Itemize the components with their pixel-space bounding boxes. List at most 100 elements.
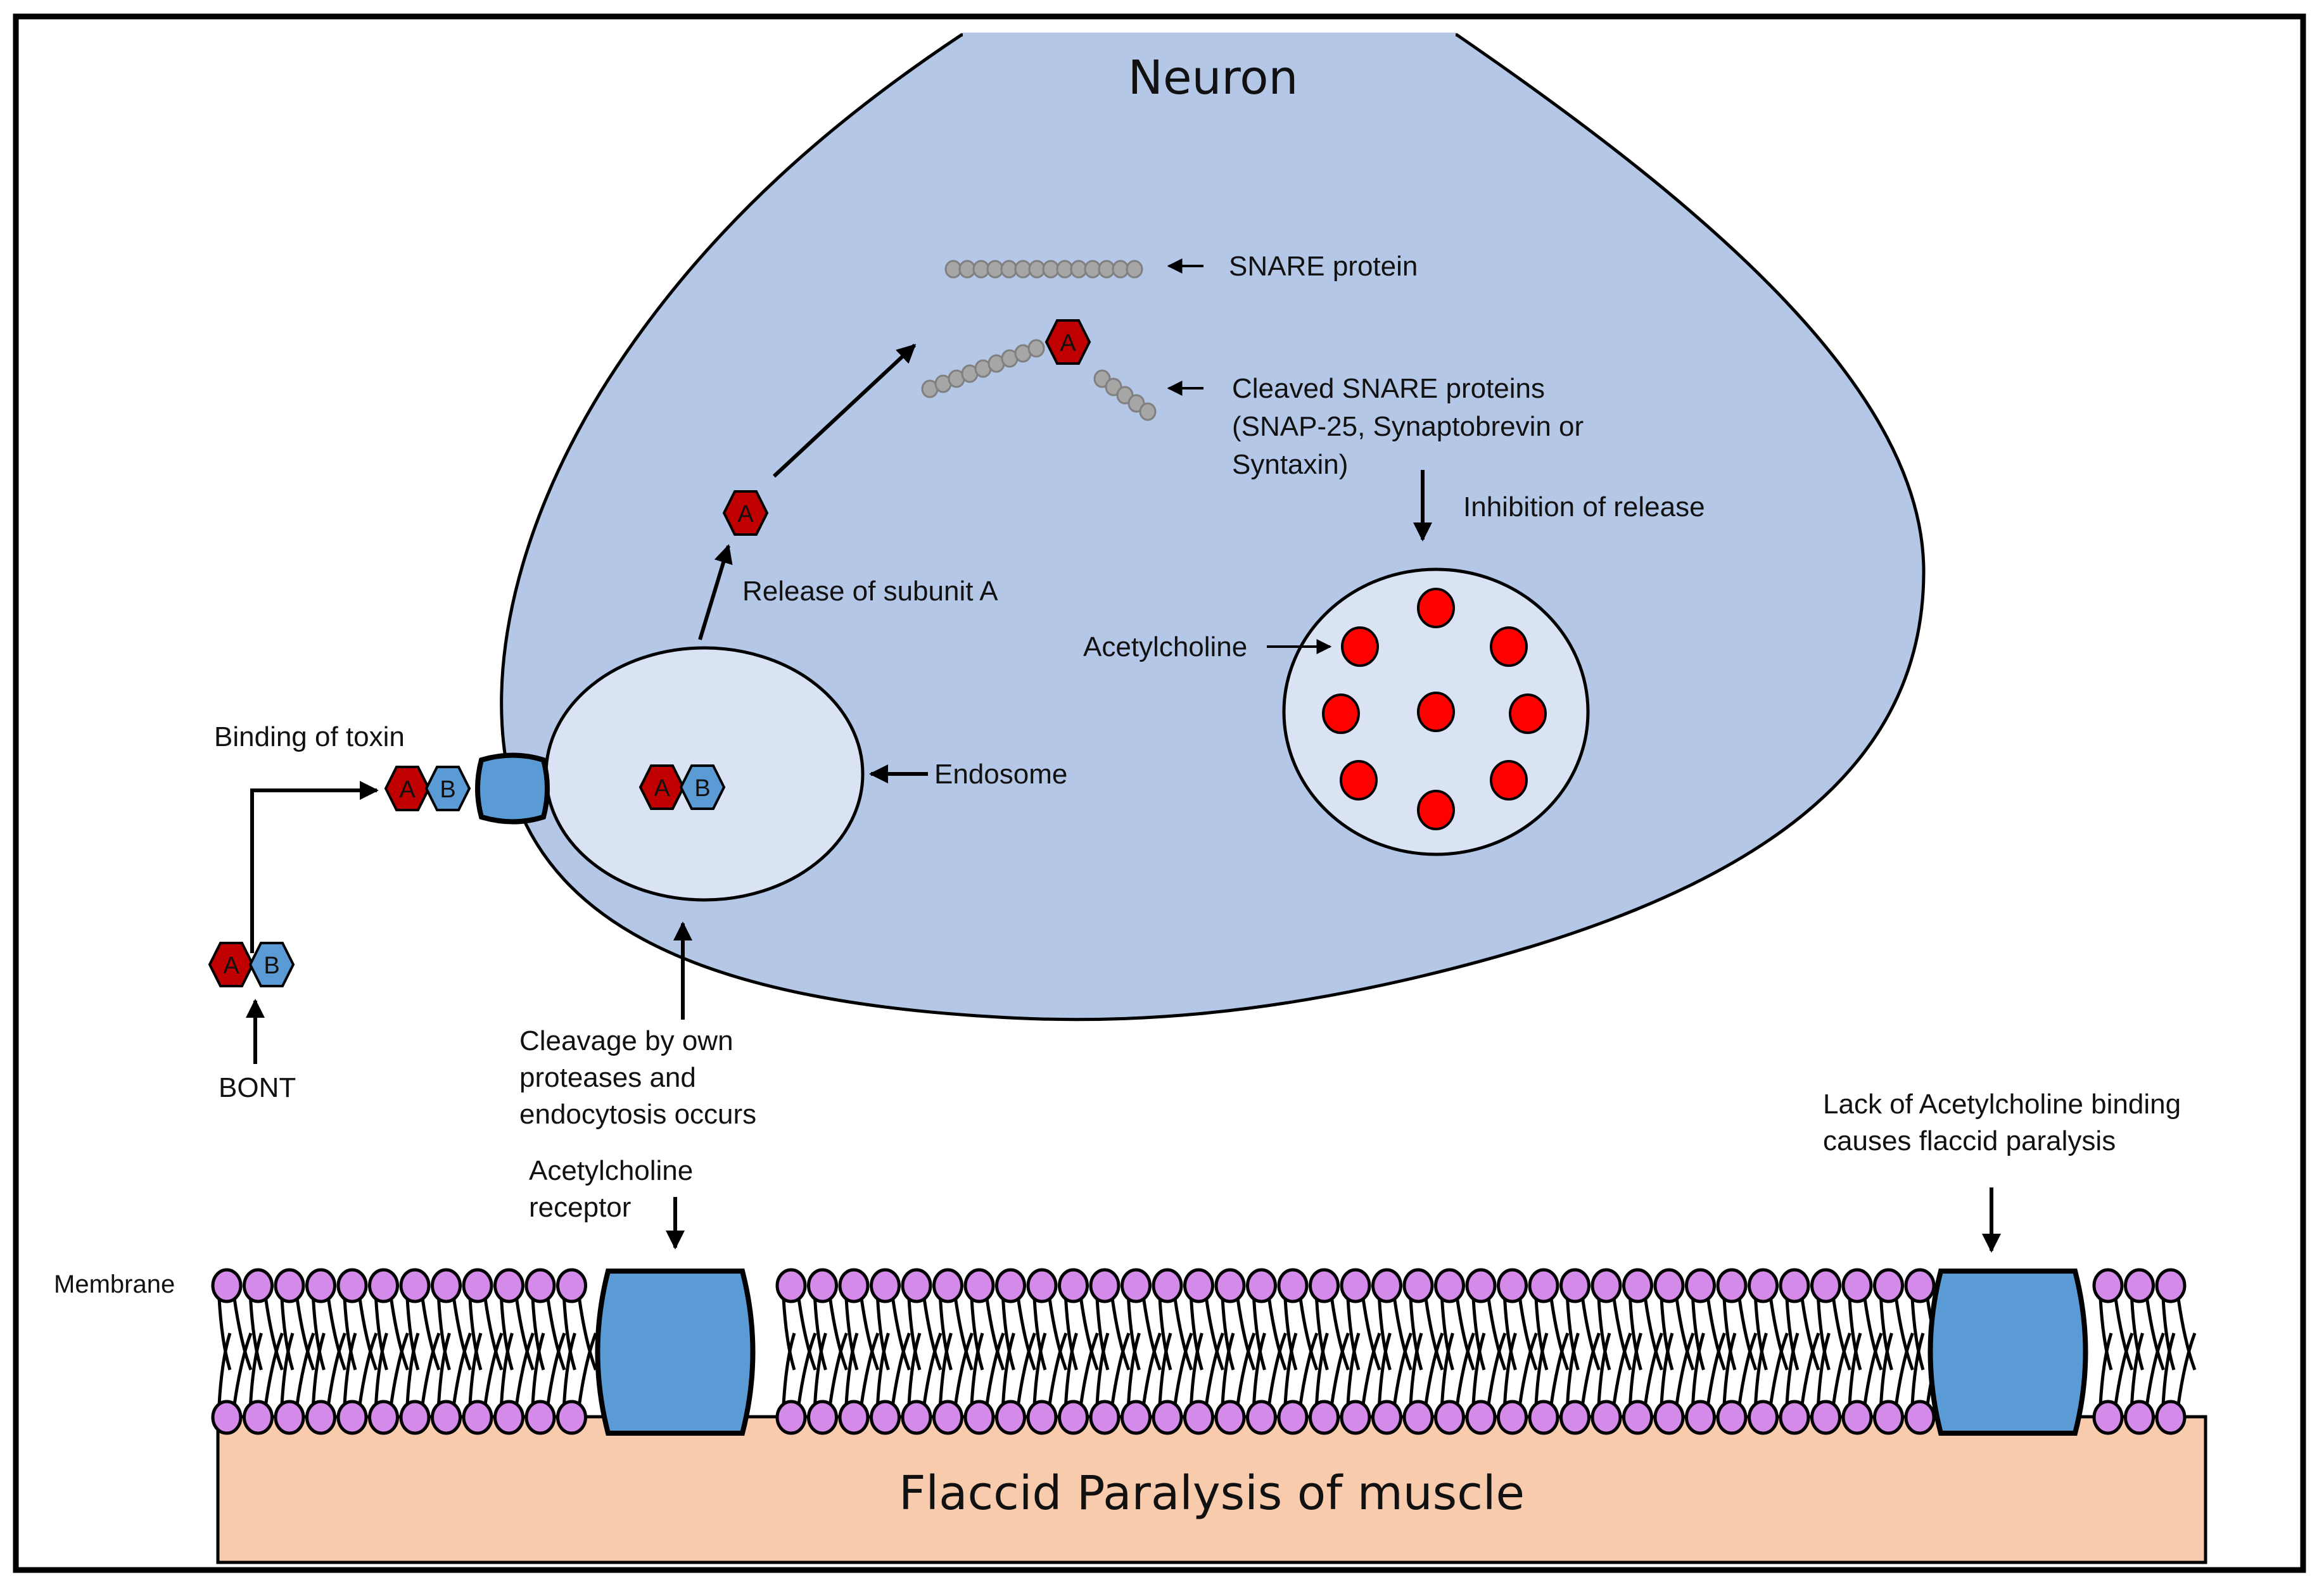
snare-bead xyxy=(972,260,990,279)
lipid-tail xyxy=(217,1298,253,1371)
lipid-head xyxy=(1810,1268,1841,1303)
acetylcholine-label: Acetylcholine xyxy=(1083,631,1247,662)
lipid-head xyxy=(399,1400,431,1435)
acetylcholine-molecule xyxy=(1509,693,1547,734)
lipid-tail xyxy=(1127,1298,1162,1371)
lipid-head xyxy=(431,1268,462,1303)
lipid-tail xyxy=(1754,1298,1789,1371)
lipid-head xyxy=(1340,1400,1371,1435)
subunit-b-letter: B xyxy=(440,776,455,803)
lipid-head xyxy=(1121,1268,1152,1303)
lipid-tail xyxy=(1252,1333,1287,1405)
lipid-tail xyxy=(531,1333,566,1405)
lipid-tail xyxy=(1691,1333,1726,1405)
lipid-head xyxy=(1058,1268,1089,1303)
lipid-head xyxy=(2155,1268,2187,1303)
lipid-head xyxy=(1371,1400,1402,1435)
neuron-title: Neuron xyxy=(1128,51,1299,105)
lipid-tail xyxy=(1471,1333,1507,1405)
lipid-tail xyxy=(437,1333,472,1405)
lipid-head xyxy=(2092,1400,2124,1435)
lipid-head xyxy=(1716,1268,1748,1303)
lipid-tail xyxy=(1691,1298,1726,1371)
to-snare-arrow xyxy=(772,343,917,478)
lipid-tail xyxy=(1409,1298,1444,1371)
lipid-tail xyxy=(844,1333,880,1405)
acetylcholine-molecule xyxy=(1417,588,1455,628)
lipid-tail xyxy=(1001,1333,1036,1405)
lipid-tail xyxy=(405,1298,441,1371)
lipid-tail xyxy=(1283,1298,1319,1371)
lipid-tail xyxy=(939,1333,974,1405)
lipid-head xyxy=(493,1400,524,1435)
lipid-tail xyxy=(1785,1298,1820,1371)
lipid-head xyxy=(1653,1400,1685,1435)
lipid-head xyxy=(870,1268,901,1303)
subunit-a-hexagon xyxy=(722,490,769,536)
lipid-tail xyxy=(1221,1298,1256,1371)
subunit-a-hexagon xyxy=(208,942,255,987)
lipid-tail xyxy=(844,1298,880,1371)
lipid-head xyxy=(493,1268,524,1303)
lipid-head xyxy=(932,1400,963,1435)
lipid-head xyxy=(1653,1268,1685,1303)
lipid-head xyxy=(1841,1268,1873,1303)
lipid-head xyxy=(870,1400,901,1435)
lipid-head xyxy=(1058,1400,1089,1435)
lipid-head xyxy=(2124,1400,2155,1435)
snare-bead xyxy=(1027,339,1045,358)
lipid-head xyxy=(1873,1268,1904,1303)
lipid-tail xyxy=(1440,1333,1475,1405)
lipid-head xyxy=(995,1400,1026,1435)
acetylcholine-molecule xyxy=(1417,790,1455,830)
cleaved-snare-label-line2: (SNAP-25, Synaptobrevin or xyxy=(1232,411,1584,442)
cell-membrane-bilayer xyxy=(211,1268,2197,1435)
lack-binding-label-line1: Lack of Acetylcholine binding xyxy=(1823,1089,2181,1120)
snare-bead xyxy=(1000,260,1018,279)
lipid-tail xyxy=(1785,1333,1820,1405)
lipid-tail xyxy=(970,1298,1005,1371)
muscle-block xyxy=(216,1415,2207,1564)
lipid-tail xyxy=(343,1298,378,1371)
lipid-head xyxy=(1089,1400,1121,1435)
lipid-tail xyxy=(343,1333,378,1405)
lipid-tail xyxy=(531,1298,566,1371)
lipid-head xyxy=(1340,1268,1371,1303)
lipid-head xyxy=(1591,1268,1622,1303)
bound-toxin: A B xyxy=(384,766,471,811)
lipid-tail xyxy=(907,1298,943,1371)
snare-bead xyxy=(1070,260,1088,279)
lipid-head xyxy=(1685,1268,1716,1303)
lipid-tail xyxy=(468,1333,504,1405)
binding-label: Binding of toxin xyxy=(214,721,405,752)
lipid-tail xyxy=(1471,1298,1507,1371)
lipid-head xyxy=(431,1400,462,1435)
lipid-tail xyxy=(1597,1298,1632,1371)
lipid-tail xyxy=(374,1333,409,1405)
release-subunit-label: Release of subunit A xyxy=(742,576,998,607)
lipid-tail xyxy=(1095,1333,1131,1405)
lipid-head xyxy=(305,1400,336,1435)
snare-bead xyxy=(1139,402,1157,421)
lipid-head xyxy=(462,1268,493,1303)
lipid-tail xyxy=(1221,1333,1256,1405)
lipid-head xyxy=(1152,1268,1183,1303)
lipid-tail xyxy=(2161,1333,2197,1405)
lipid-head xyxy=(775,1400,807,1435)
subunit-a-hexagon xyxy=(1045,319,1091,365)
lipid-head xyxy=(243,1268,274,1303)
lipid-head xyxy=(1402,1400,1434,1435)
subunit-a-letter: A xyxy=(223,953,239,979)
lipid-tail xyxy=(2099,1333,2134,1405)
lipid-head xyxy=(1026,1400,1058,1435)
subunit-a-hexagon xyxy=(384,766,431,811)
lack-binding-label-line2: causes flaccid paralysis xyxy=(1823,1125,2116,1156)
lipid-tail xyxy=(405,1333,441,1405)
snare-bead xyxy=(1098,260,1115,279)
lipid-head xyxy=(1622,1400,1653,1435)
lipid-head xyxy=(399,1268,431,1303)
lipid-tail xyxy=(1503,1333,1538,1405)
lipid-tail xyxy=(1440,1298,1475,1371)
lipid-head xyxy=(807,1400,838,1435)
lipid-head xyxy=(1214,1268,1246,1303)
